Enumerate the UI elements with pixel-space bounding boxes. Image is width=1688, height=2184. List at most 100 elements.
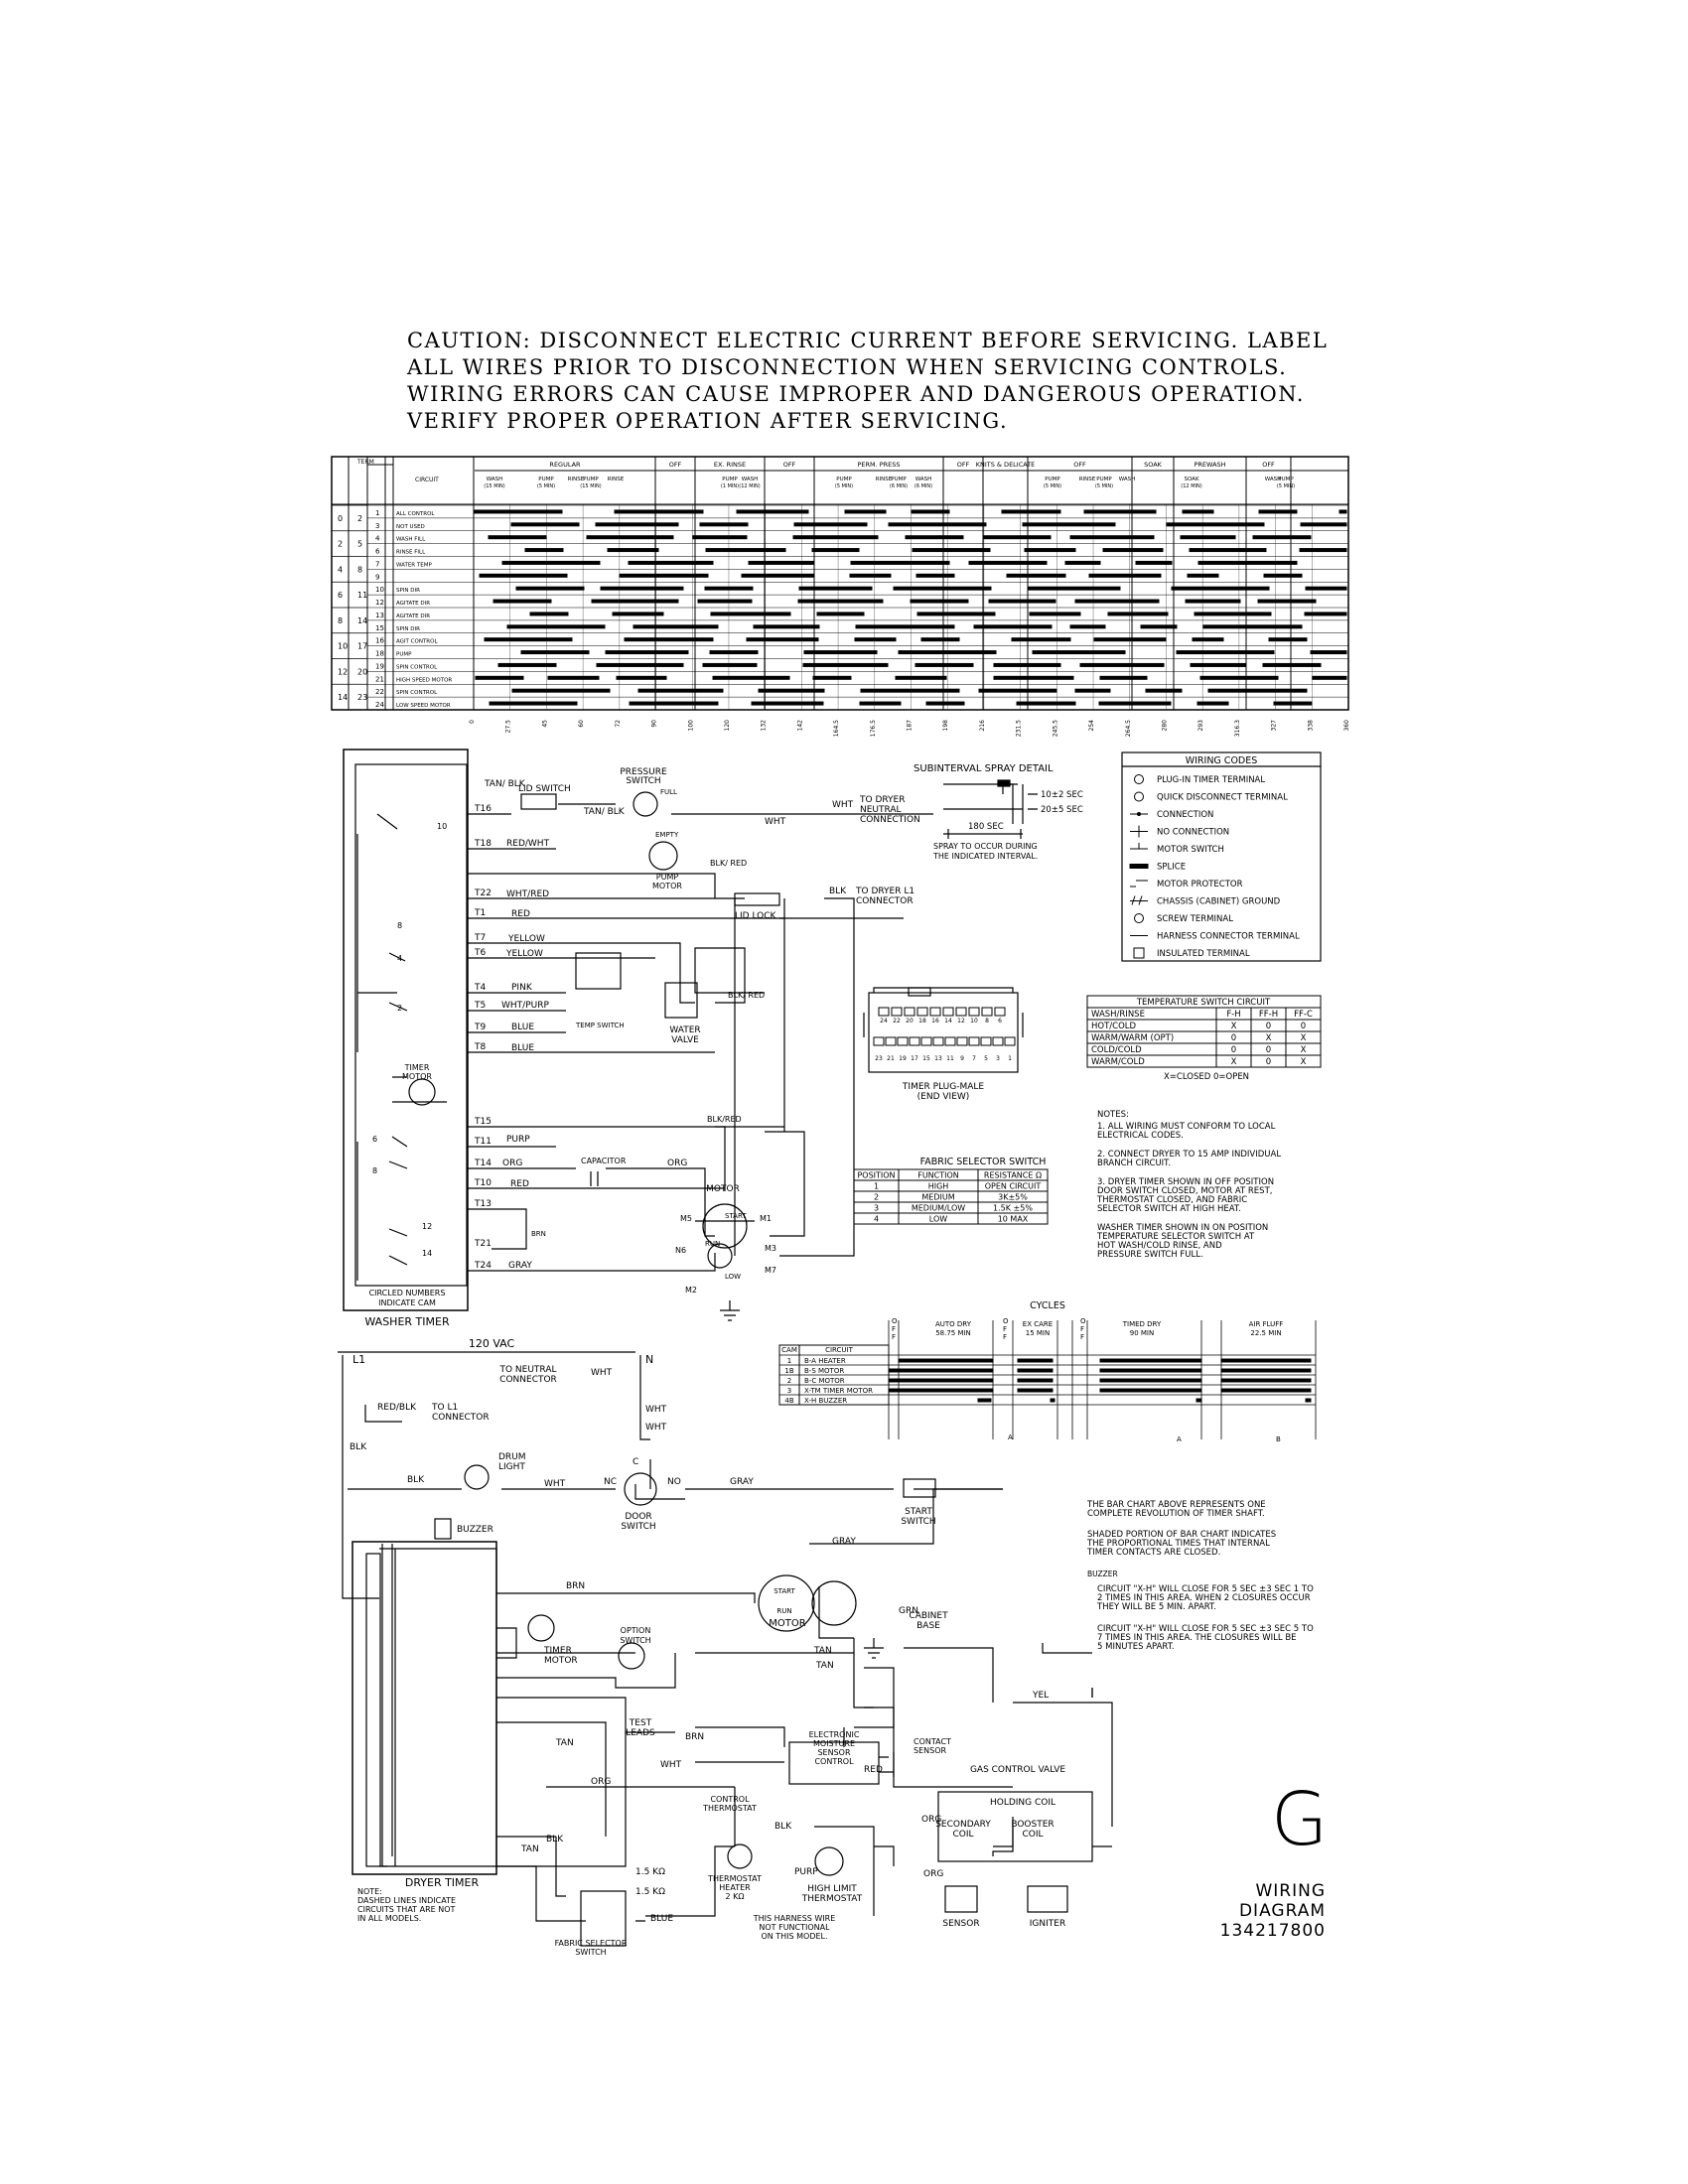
timer-bar xyxy=(515,586,585,591)
plug-pin-number: 6 xyxy=(998,1018,1002,1024)
fabric-table-cell: OPEN CIRCUIT xyxy=(985,1182,1042,1191)
plug-label: (END VIEW) xyxy=(917,1092,970,1102)
timer-bar xyxy=(628,560,714,565)
timer-bar xyxy=(1190,662,1246,667)
timer-bar xyxy=(697,599,753,604)
sub-header: WASH xyxy=(1265,477,1282,482)
terminal-number: 22 xyxy=(375,688,384,696)
wire-label: BLK/ RED xyxy=(710,859,747,868)
timer-bar xyxy=(1024,548,1076,553)
wire-label: ORG xyxy=(667,1159,687,1168)
timer-bar xyxy=(920,637,960,642)
dryer-cycle-label: EX CARE xyxy=(1023,1320,1053,1328)
dryer-circuit: X-H BUZZER xyxy=(804,1397,847,1405)
fabric-title: FABRIC SELECTOR SWITCH xyxy=(920,1157,1047,1167)
note-line: ELECTRICAL CODES. xyxy=(1097,1131,1184,1141)
timer-bar xyxy=(860,688,960,693)
spray-note: SPRAY TO OCCUR DURING xyxy=(933,842,1038,851)
diagram-title: WIRING DIAGRAM xyxy=(1238,1881,1326,1921)
temp-table-cell: FF-H xyxy=(1259,1010,1278,1020)
control-thermostat-label: THERMOSTAT xyxy=(702,1804,757,1813)
temp-table-cell: F-H xyxy=(1226,1010,1240,1020)
dryer-cam: 3 xyxy=(787,1387,791,1395)
timer-bar xyxy=(1098,701,1172,706)
contact-sensor-label: CONTACT xyxy=(914,1737,951,1746)
circuit-name: SPIN CONTROL xyxy=(396,664,438,670)
temp-switch-label: TEMP SWITCH xyxy=(575,1022,625,1029)
plug-pin-number: 10 xyxy=(970,1018,978,1024)
timer-bar xyxy=(905,535,964,540)
thermostat-heater-label: HEATER xyxy=(719,1883,751,1892)
degree-tick: 90 xyxy=(651,720,658,728)
timer-bar xyxy=(586,535,674,540)
pressure-switch-label: SWITCH xyxy=(626,776,660,786)
timer-bar xyxy=(607,548,659,553)
timer-bar xyxy=(1032,650,1126,655)
dryer-cycle-label: 90 MIN xyxy=(1130,1329,1154,1337)
timer-bar xyxy=(1074,688,1111,693)
wire-label: BLUE xyxy=(511,1023,534,1032)
washer-terminal: T10 xyxy=(474,1178,492,1188)
dryer-chart-header: CAM xyxy=(781,1346,797,1354)
terminal-number: 21 xyxy=(375,675,384,683)
cabinet-base-label: CABINET xyxy=(909,1611,948,1621)
degree-tick: 327 xyxy=(1271,720,1278,732)
water-valve-label: WATER xyxy=(669,1025,700,1035)
timer-bar xyxy=(1079,662,1165,667)
temp-table-cell: COLD/COLD xyxy=(1091,1045,1142,1055)
sub-header: (6 MIN) xyxy=(914,483,932,489)
c-label: C xyxy=(633,1457,638,1467)
terminal-number: 24 xyxy=(375,701,384,709)
code-item: NO CONNECTION xyxy=(1157,828,1229,838)
dryer-cycle-label: 58.75 MIN xyxy=(935,1329,971,1337)
washer-timer-label: WASHER TIMER xyxy=(364,1315,450,1328)
timer-bar xyxy=(758,688,825,693)
timer-bar xyxy=(855,624,955,629)
motor-label: START xyxy=(725,1212,747,1220)
fabric-table-cell: LOW xyxy=(929,1215,947,1224)
temp-legend: X=CLOSED 0=OPEN xyxy=(1164,1072,1249,1082)
note-line: THERMOSTAT CLOSED, AND FABRIC xyxy=(1096,1195,1247,1205)
timer-bar xyxy=(1258,509,1298,514)
note-line: TEMPERATURE SELECTOR SWITCH AT xyxy=(1096,1232,1255,1242)
timer-bar xyxy=(1194,612,1272,616)
timer-bar xyxy=(803,650,878,655)
to-dryer-l1: CONNECTOR xyxy=(856,896,914,906)
nc-label: NC xyxy=(604,1477,617,1487)
codes-title: WIRING CODES xyxy=(1186,755,1258,766)
timer-bar xyxy=(811,548,860,553)
timer-bar xyxy=(474,509,563,514)
harness-note: NOT FUNCTIONAL xyxy=(759,1923,830,1932)
code-item: MOTOR SWITCH xyxy=(1157,845,1224,855)
timer-bar xyxy=(616,675,667,680)
circuit-name: WASH FILL xyxy=(396,537,426,543)
cam-number: 2 xyxy=(397,1004,402,1013)
buzzer-marker: A xyxy=(1008,1433,1013,1441)
timer-bar xyxy=(633,624,719,629)
dryer-timer-bar xyxy=(1017,1378,1054,1383)
wire-label: BRN xyxy=(566,1581,585,1591)
dryer-timer-bar xyxy=(1099,1368,1202,1373)
timer-bar xyxy=(489,701,578,706)
harness-note: ON THIS MODEL. xyxy=(761,1932,827,1941)
wire-label: GRN xyxy=(899,1606,918,1616)
sub-header: PUMP xyxy=(836,477,852,482)
timer-bar xyxy=(753,624,820,629)
dryer-note: DASHED LINES INDICATE xyxy=(357,1896,456,1905)
degree-tick: 60 xyxy=(578,720,585,728)
motor-label: MOTOR xyxy=(706,1184,740,1194)
wire-label: WHT xyxy=(544,1479,566,1489)
plug-pin-number: 18 xyxy=(918,1018,926,1024)
fabric-table-frame xyxy=(853,1168,1049,1225)
timer-bar xyxy=(1300,522,1347,527)
timer-bar xyxy=(1093,637,1167,642)
thermostat-heater-label: THERMOSTAT xyxy=(707,1874,762,1883)
timer-bar xyxy=(888,522,987,527)
motor-label: RUN xyxy=(776,1607,791,1615)
timer-bar xyxy=(1022,522,1116,527)
timer-bar xyxy=(612,612,664,616)
wire-label: TAN xyxy=(520,1844,539,1854)
terminal-number: 19 xyxy=(375,662,384,670)
buzzer-marker: A xyxy=(1177,1435,1182,1443)
dryer-cycle-label: AUTO DRY xyxy=(935,1320,972,1328)
